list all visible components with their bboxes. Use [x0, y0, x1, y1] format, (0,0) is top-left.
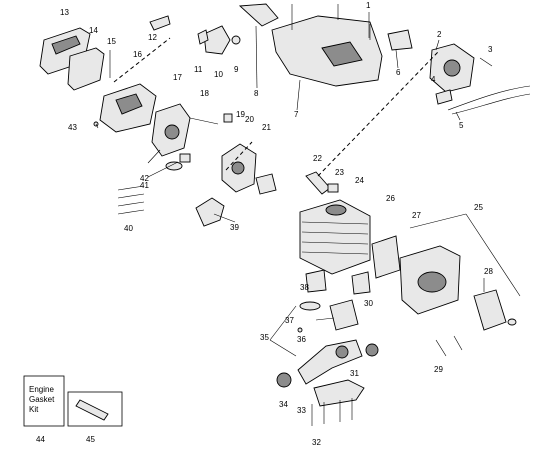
part-24	[327, 183, 339, 193]
gasket-21	[255, 173, 277, 195]
callout-33: 33	[297, 406, 306, 415]
callout-5: 5	[459, 121, 464, 130]
cylinder-gasket-38	[305, 269, 327, 293]
callout-23: 23	[335, 168, 344, 177]
callout-24: 24	[355, 176, 364, 185]
wire-5b	[451, 93, 531, 115]
part-30	[351, 271, 371, 295]
callout-17: 17	[173, 73, 182, 82]
callout-16: 16	[133, 50, 142, 59]
spark-arrestor	[473, 289, 507, 331]
callout-42: 42	[140, 174, 149, 183]
piston	[329, 299, 359, 331]
callout-21: 21	[262, 123, 271, 132]
bolt-29a	[435, 339, 447, 357]
shield-8	[238, 3, 279, 27]
callout-44: 44	[36, 435, 45, 444]
piston-pin	[315, 317, 335, 321]
top-cover-vent	[321, 41, 363, 67]
part-11	[197, 29, 209, 45]
air-filter	[67, 47, 105, 91]
callout-8: 8	[254, 89, 259, 98]
part-41	[179, 153, 191, 163]
callout-15: 15	[107, 37, 116, 46]
carburetor-box-inner	[115, 93, 143, 115]
callout-30: 30	[364, 299, 373, 308]
bolt-29b	[453, 335, 463, 351]
callout-18: 18	[200, 89, 209, 98]
callout-3: 3	[488, 45, 493, 54]
throttle-part-10	[203, 25, 231, 55]
ignition-coil-core	[443, 59, 461, 77]
part-42	[165, 161, 183, 171]
leader-lines	[95, 12, 521, 357]
bolts-40	[117, 185, 145, 215]
engine-gasket-kit-label-1: Engine	[29, 385, 54, 394]
callout-32: 32	[312, 438, 321, 447]
callout-12: 12	[148, 33, 157, 42]
bracket-12	[149, 15, 171, 31]
engine-gasket-kit-label-2: Gasket	[29, 395, 55, 404]
callout-7: 7	[294, 110, 299, 119]
callout-10: 10	[214, 70, 223, 79]
callout-31: 31	[350, 369, 359, 378]
callout-40: 40	[124, 224, 133, 233]
callout-43: 43	[68, 123, 77, 132]
cylinder	[299, 199, 371, 275]
carburetor-throat	[164, 124, 180, 140]
callout-29: 29	[434, 365, 443, 374]
callout-34: 34	[279, 400, 288, 409]
nut-19	[223, 113, 233, 123]
pin-clip-36	[297, 327, 303, 333]
callout-26: 26	[386, 194, 395, 203]
bearing-34a	[276, 372, 292, 388]
assembly-line-b	[225, 141, 253, 171]
crankcase	[313, 379, 365, 407]
manifold-port	[231, 161, 245, 175]
rod-18	[189, 117, 219, 125]
screw-3	[479, 57, 493, 67]
assembly-line-c	[317, 51, 439, 177]
muffler-gasket	[371, 235, 401, 279]
callout-39: 39	[230, 223, 239, 232]
gasket-39	[195, 197, 225, 227]
piston-ring-37	[299, 301, 321, 311]
callout-6: 6	[396, 68, 401, 77]
crankshaft	[297, 339, 363, 385]
callout-1: 1	[366, 1, 371, 10]
callout-19: 19	[236, 110, 245, 119]
callout-13: 13	[60, 8, 69, 17]
callout-28: 28	[484, 267, 493, 276]
part-9	[231, 35, 241, 45]
engine-gasket-kit-box	[23, 375, 65, 427]
callout-14: 14	[89, 26, 98, 35]
callout-45: 45	[86, 435, 95, 444]
callout-2: 2	[437, 30, 442, 39]
callout-27: 27	[412, 211, 421, 220]
muffler	[399, 245, 461, 315]
callout-38: 38	[300, 283, 309, 292]
air-filter-cover-grip	[51, 35, 81, 55]
callout-35: 35	[260, 333, 269, 342]
callout-22: 22	[313, 154, 322, 163]
callout-41: 41	[140, 181, 149, 190]
engine-gasket-kit-label-3: Kit	[29, 405, 39, 414]
muffler-nut	[507, 318, 517, 326]
callout-36: 36	[297, 335, 306, 344]
part-4	[435, 89, 453, 105]
callout-11: 11	[194, 65, 203, 74]
bearing-34b	[365, 343, 379, 357]
callout-20: 20	[245, 115, 254, 124]
wire-5	[447, 85, 531, 111]
plate-6	[387, 29, 413, 51]
callout-9: 9	[234, 65, 239, 74]
callout-37: 37	[285, 316, 294, 325]
callout-4: 4	[431, 75, 436, 84]
assembly-line-a	[113, 37, 171, 83]
kit-part-45	[75, 399, 109, 421]
callout-25: 25	[474, 203, 483, 212]
